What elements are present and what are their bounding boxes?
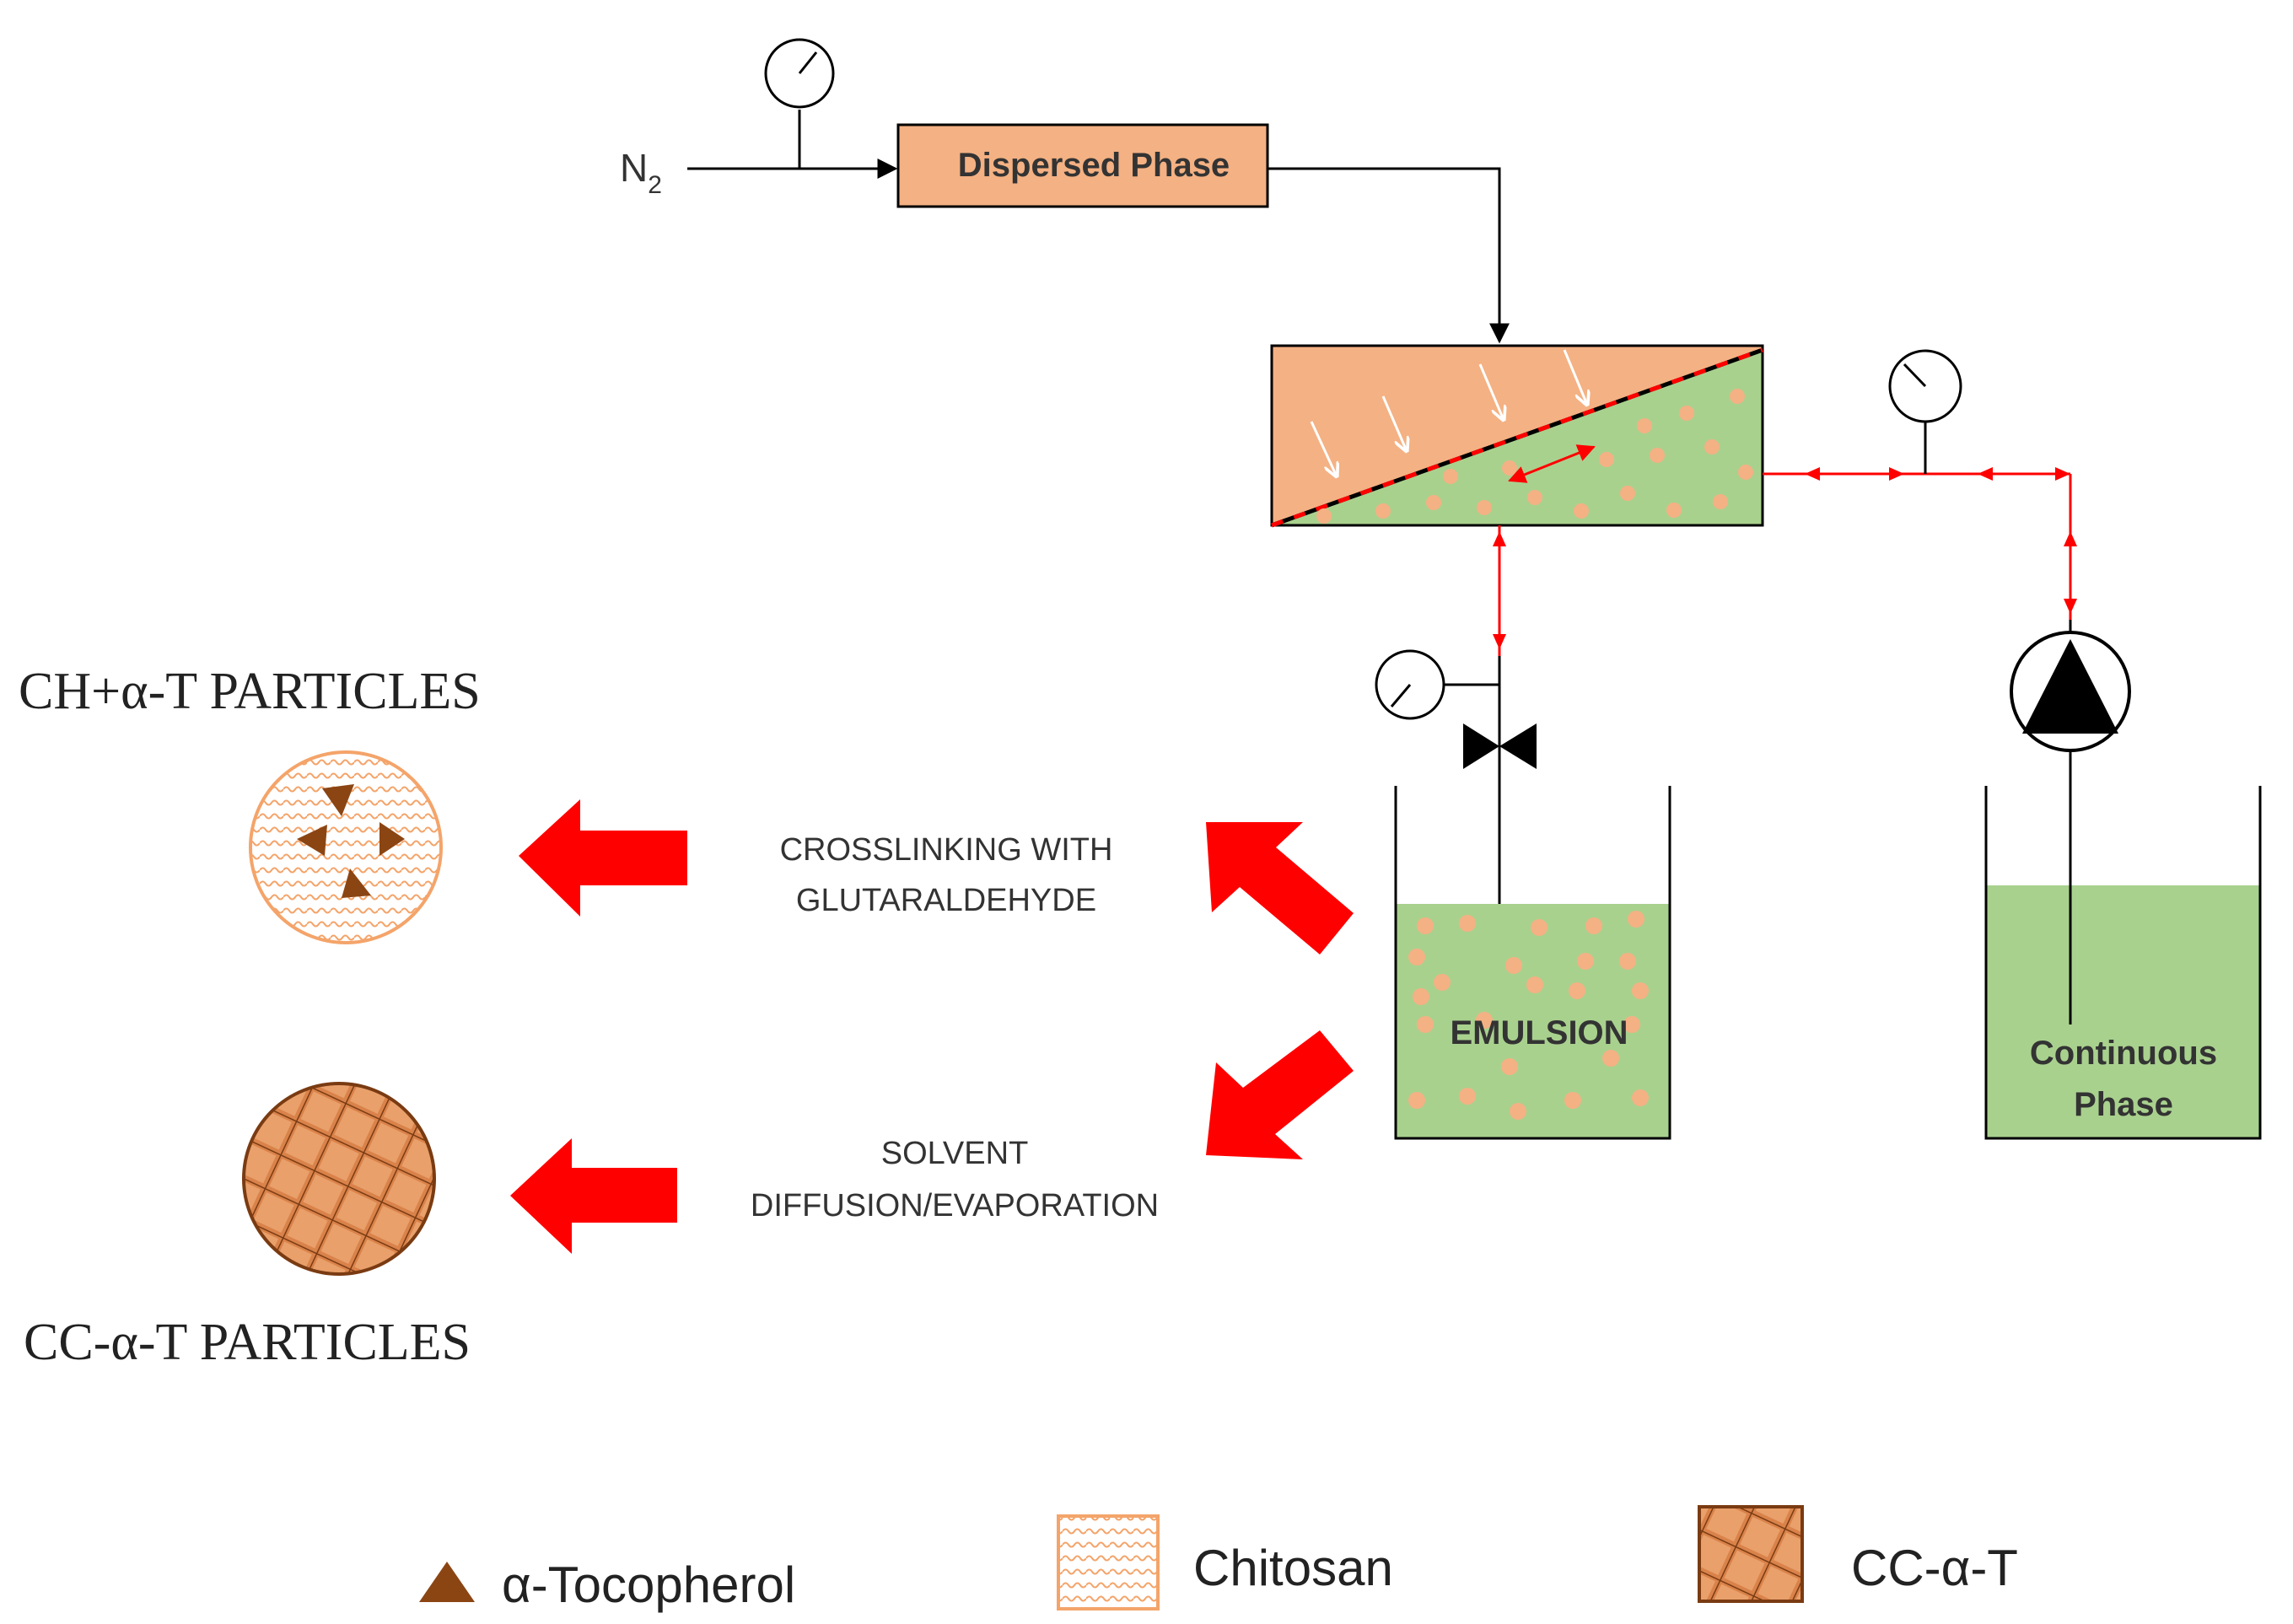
cc-particles-title: CC-α-T PARTICLES (24, 1314, 471, 1371)
emulsion-droplets (1408, 911, 1649, 1120)
big-red-arrows (510, 799, 1354, 1254)
emulsion-label: EMULSION (1450, 1014, 1628, 1051)
continuous-phase-label-line2: Phase (2074, 1086, 2173, 1123)
legend: α-Tocopherol Chitosan CC-α-T (419, 1505, 2018, 1613)
solvent-label-line2: DIFFUSION/EVAPORATION (751, 1188, 1159, 1223)
continuous-phase-beaker: Continuous Phase (1984, 786, 2262, 1140)
tocopherol-legend-icon (419, 1562, 475, 1602)
legend-tocopherol-label: α-Tocopherol (502, 1557, 795, 1613)
membrane-module (1270, 344, 1764, 528)
flow-arrowheads (1493, 467, 2077, 649)
arrow-emulsion-down (1206, 1030, 1354, 1159)
outlet-line (1444, 656, 1510, 945)
ch-particles-title: CH+α-T PARTICLES (19, 663, 481, 720)
cc-legend-icon (1698, 1505, 1804, 1603)
nitrogen-feed: N2 (620, 38, 898, 199)
permeation-arrows (1310, 349, 1587, 476)
arrow-to-cc-particles (510, 1138, 677, 1254)
ch-particle (249, 750, 443, 944)
dispersed-phase-line (1268, 167, 1510, 344)
pressure-gauge-icon (1888, 349, 1962, 423)
arrow-to-ch-particles (519, 799, 687, 917)
continuous-phase-label-line1: Continuous (2030, 1035, 2217, 1072)
crossflow-arrow (1508, 444, 1596, 483)
valve-icon (1463, 723, 1537, 769)
pressure-gauge-icon (764, 38, 835, 109)
crosslinking-label-line1: CROSSLINKING WITH (780, 832, 1113, 868)
legend-cc-label: CC-α-T (1851, 1540, 2018, 1596)
membrane-droplets (1316, 389, 1753, 524)
solvent-label-line1: SOLVENT (881, 1136, 1029, 1171)
crosslinking-label-line2: GLUTARALDEHYDE (796, 883, 1096, 918)
nitrogen-label: N2 (620, 146, 662, 199)
tocopherol-icon (297, 784, 405, 898)
pump-icon (2010, 631, 2131, 752)
legend-chitosan-label: Chitosan (1193, 1540, 1393, 1596)
pressure-gauge-icon (1375, 649, 1445, 720)
arrow-emulsion-up (1206, 822, 1354, 955)
chitosan-legend-icon (1057, 1514, 1160, 1611)
dispersed-phase-label: Dispersed Phase (958, 147, 1230, 184)
emulsion-beaker: EMULSION (1394, 786, 1671, 1140)
dispersed-phase-tank: Dispersed Phase (896, 123, 1269, 208)
cc-particle (242, 1082, 436, 1276)
